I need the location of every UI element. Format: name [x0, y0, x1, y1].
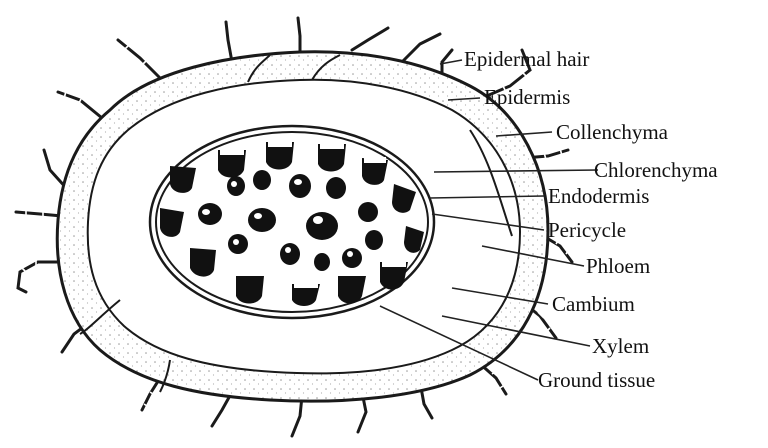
label-chlorenchyma: Chlorenchyma	[594, 158, 718, 182]
label-cambium: Cambium	[552, 292, 635, 316]
label-ground-tissue: Ground tissue	[538, 368, 655, 392]
label-collenchyma: Collenchyma	[556, 120, 669, 144]
label-phloem: Phloem	[586, 254, 650, 278]
label-endodermis: Endodermis	[548, 184, 649, 208]
label-epidermis: Epidermis	[484, 85, 570, 109]
label-pericycle: Pericycle	[548, 218, 626, 242]
label-xylem: Xylem	[592, 334, 649, 358]
label-epidermal-hair: Epidermal hair	[464, 47, 589, 71]
